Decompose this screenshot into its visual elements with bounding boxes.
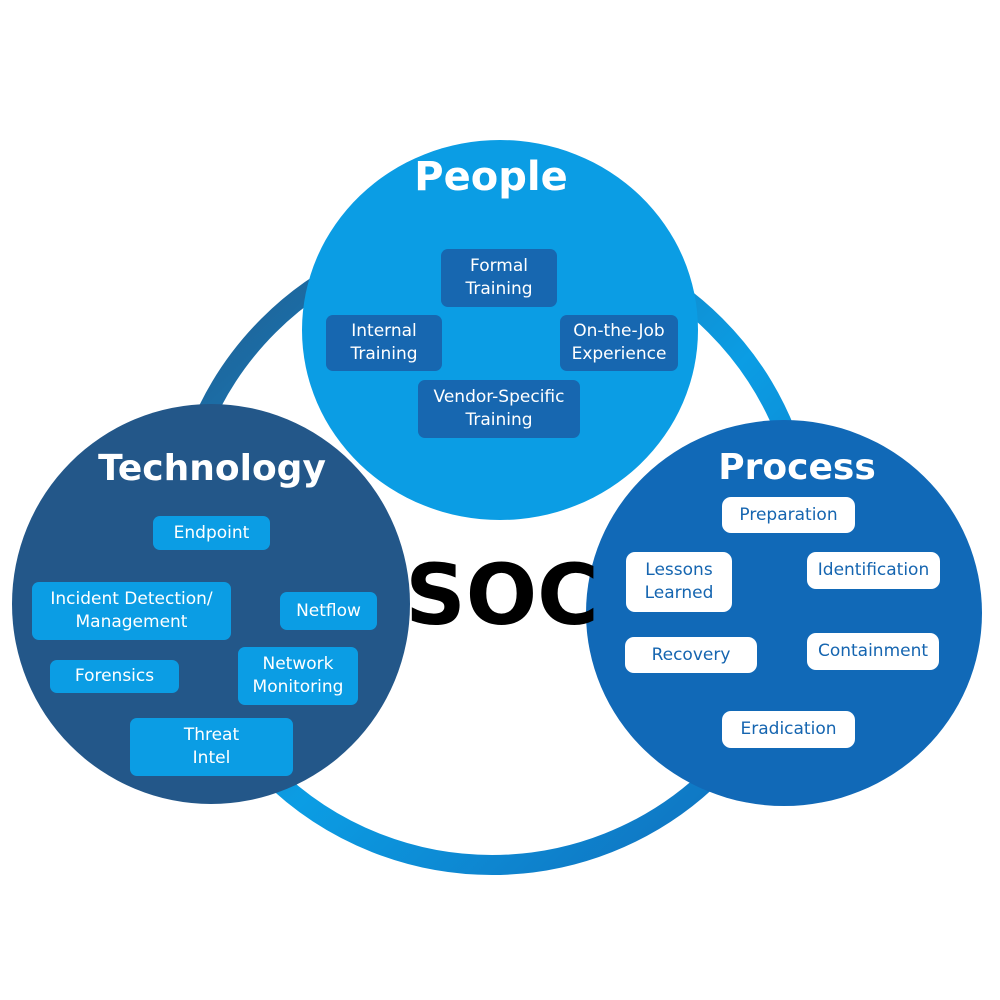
people-item-on-the-job-experience: On-the-Job Experience [560, 315, 678, 371]
technology-item-netflow: Netflow [280, 592, 377, 630]
technology-heading: Technology [98, 448, 326, 489]
technology-item-threat-intel: Threat Intel [130, 718, 293, 776]
process-item-recovery: Recovery [625, 637, 757, 673]
technology-item-network-monitoring: Network Monitoring [238, 647, 358, 705]
process-item-eradication: Eradication [722, 711, 855, 748]
process-item-identification: Identification [807, 552, 940, 589]
soc-label: SOC [405, 546, 599, 644]
people-item-internal-training: Internal Training [326, 315, 442, 371]
technology-item-forensics: Forensics [50, 660, 179, 693]
people-item-formal-training: Formal Training [441, 249, 557, 307]
people-item-vendor-specific-training: Vendor-Specific Training [418, 380, 580, 438]
technology-item-incident-detection: Incident Detection/ Management [32, 582, 231, 640]
process-heading: Process [718, 447, 876, 488]
process-item-containment: Containment [807, 633, 939, 670]
process-item-preparation: Preparation [722, 497, 855, 533]
people-heading: People [414, 154, 568, 200]
process-item-lessons-learned: Lessons Learned [626, 552, 732, 612]
technology-item-endpoint: Endpoint [153, 516, 270, 550]
